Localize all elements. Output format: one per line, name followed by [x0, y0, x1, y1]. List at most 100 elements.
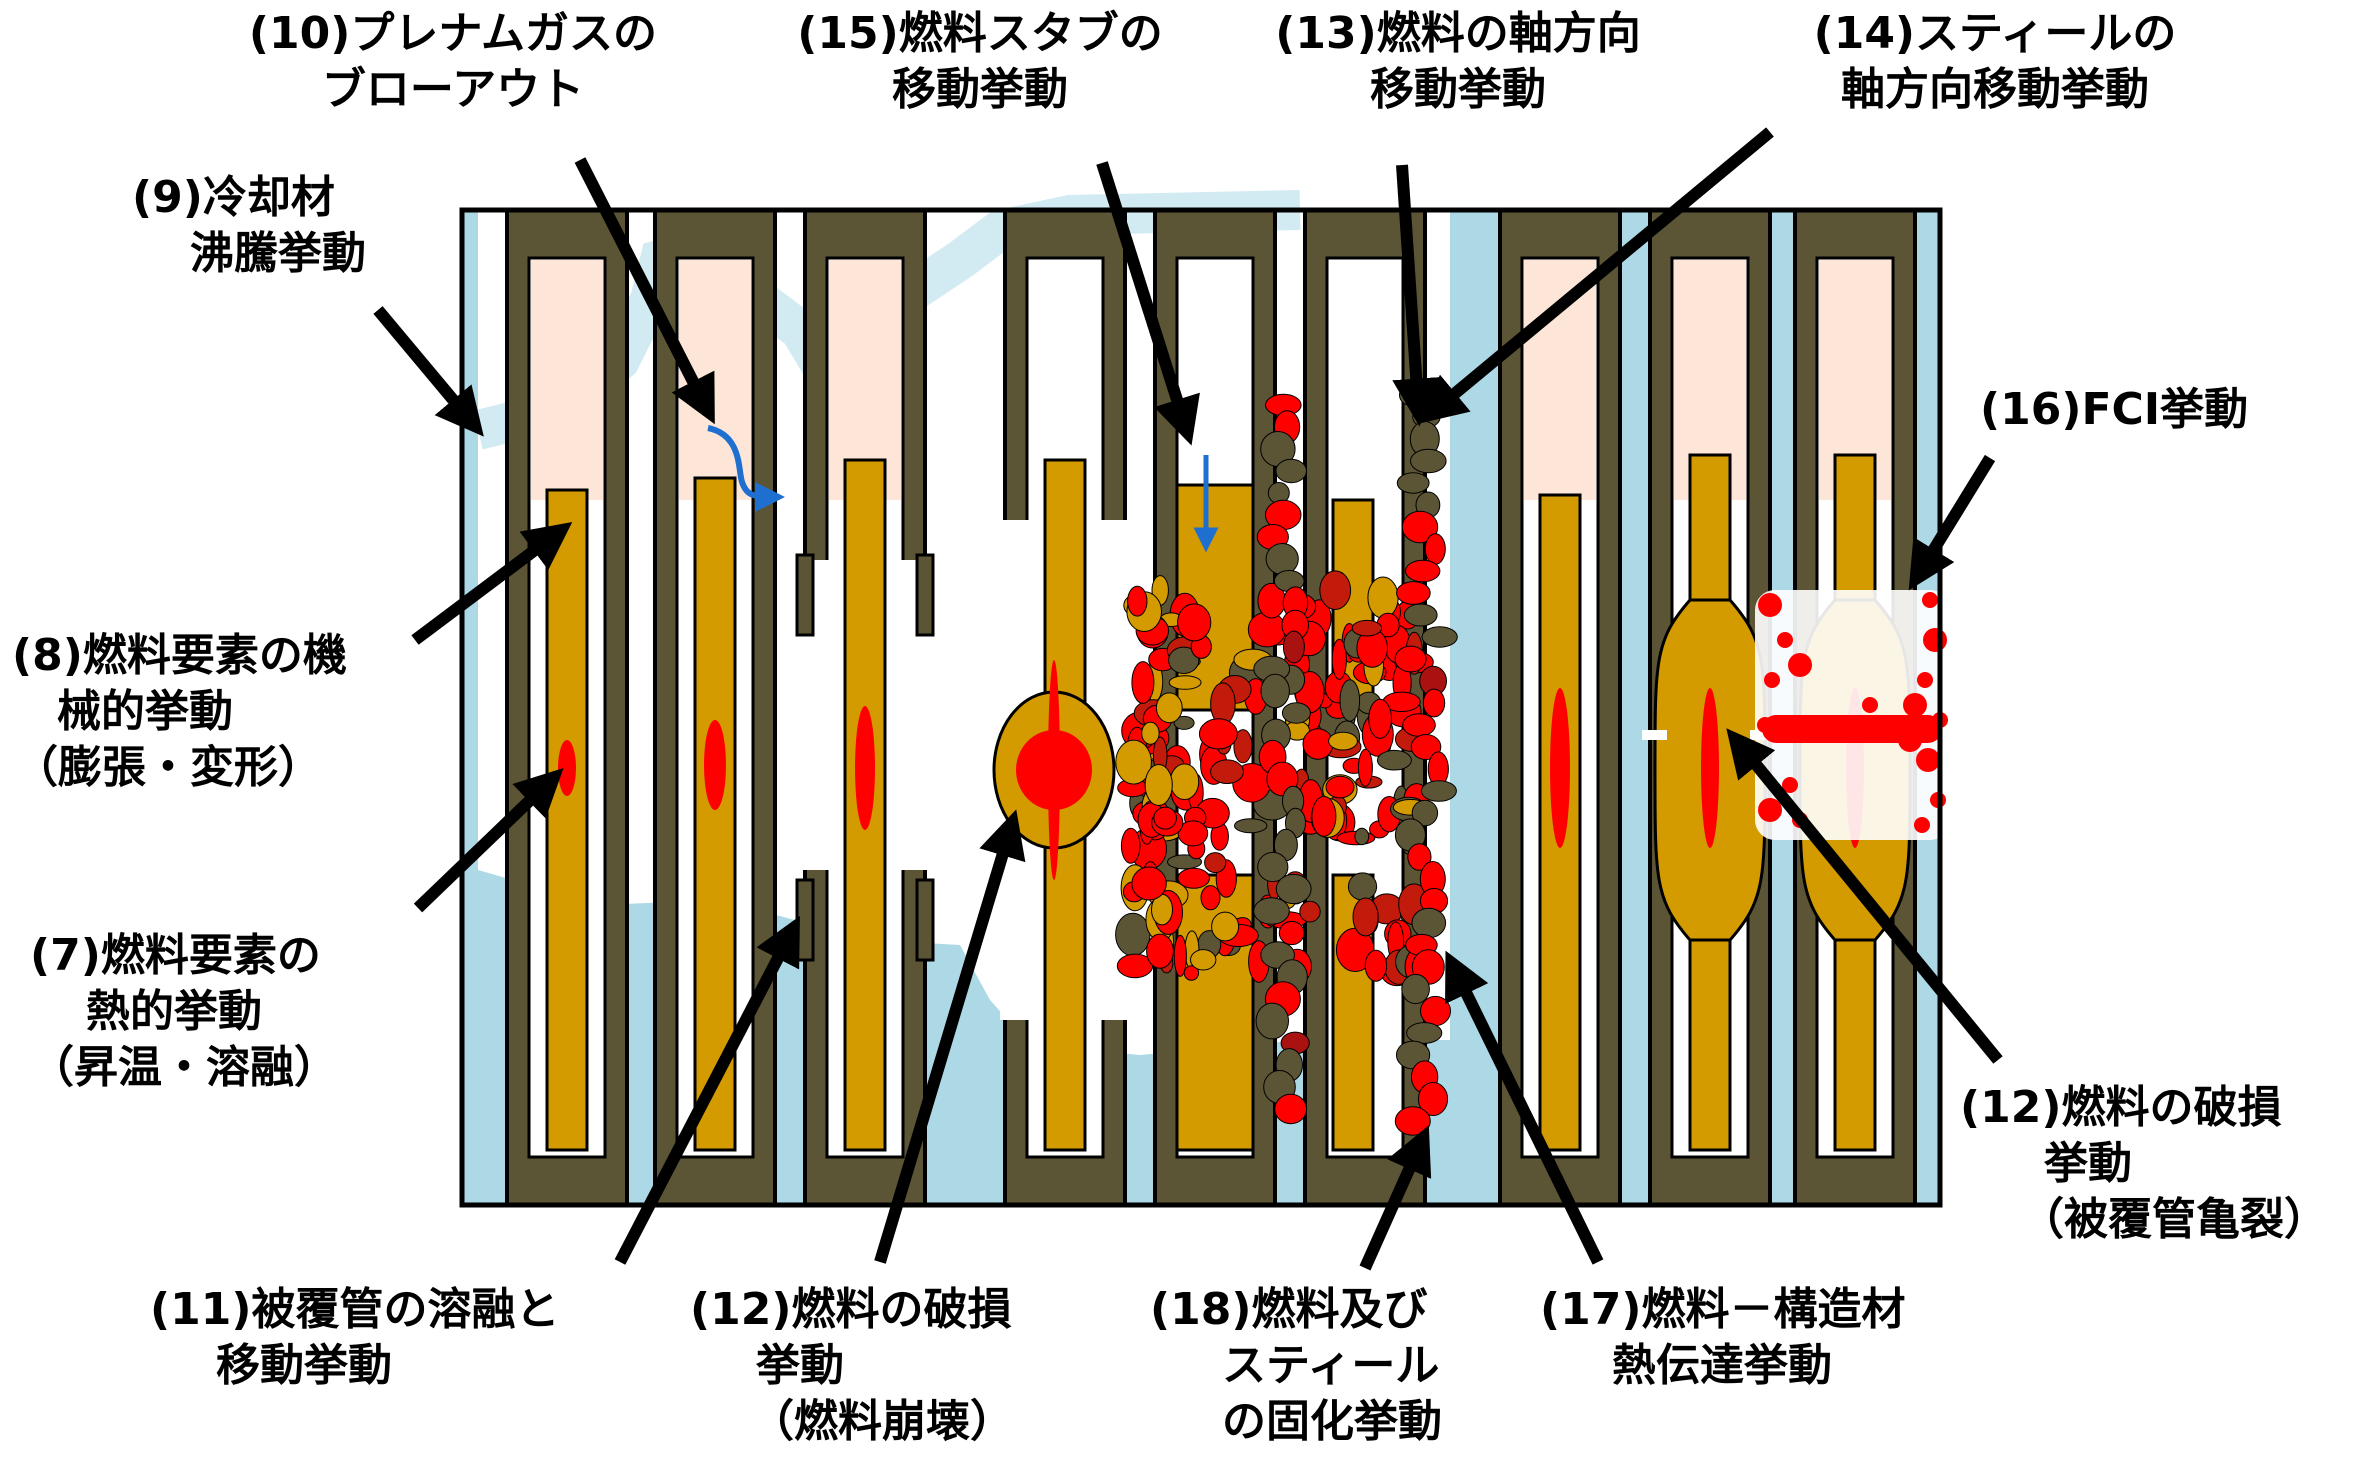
debris-particle — [1368, 698, 1392, 739]
label-line: 熱的挙動 — [86, 986, 262, 1037]
debris-particle — [1424, 533, 1446, 565]
melt-droplet — [1788, 653, 1812, 677]
melt-droplet — [1862, 697, 1878, 713]
debris-particle — [1265, 543, 1299, 575]
debris-particle — [1275, 873, 1312, 905]
fci-region — [1755, 590, 1950, 840]
fuel-pin — [653, 208, 777, 1207]
melt-droplet — [1782, 777, 1798, 793]
debris-particle — [1146, 933, 1174, 969]
pointer-arrow — [373, 306, 484, 437]
debris-particle — [1281, 702, 1311, 724]
hot-spot — [558, 740, 576, 796]
debris-particle — [1233, 729, 1253, 764]
debris-particle — [1302, 728, 1334, 760]
debris-particle — [1255, 1002, 1290, 1040]
melt-droplet — [1872, 722, 1888, 738]
pointer-arrow — [1418, 127, 1774, 424]
label-line: (11)被覆管の溶融と — [150, 1284, 560, 1335]
melt-droplet — [1922, 592, 1938, 608]
label-line: （燃料崩壊） — [750, 1396, 1014, 1447]
pointer-arrow — [413, 768, 564, 913]
debris-particle — [1198, 718, 1238, 750]
boiling-void-region-edge — [473, 190, 1301, 450]
debris-particle — [1406, 1022, 1443, 1044]
fuel-pin — [505, 208, 629, 1207]
label-line: （膨張・変形） — [14, 742, 322, 793]
debris-particle — [1339, 679, 1361, 722]
pointer-arrows — [373, 127, 2003, 1271]
debris-particle — [1410, 734, 1442, 760]
label-fci: (16)FCI挙動 — [1980, 382, 2248, 438]
debris-particle — [1411, 799, 1439, 827]
debris-particle — [1311, 795, 1337, 837]
melt-droplet — [1758, 798, 1782, 822]
pointer-arrow — [614, 915, 800, 1265]
debris-particle — [1401, 973, 1430, 1005]
debris-particle — [1364, 949, 1388, 982]
debris-particle — [1153, 806, 1177, 830]
label-cladding-melting: (11)被覆管の溶融と 移動挙動 — [150, 1282, 559, 1394]
melt-droplet — [1916, 748, 1940, 772]
debris-particle — [1131, 866, 1167, 901]
debris-particle — [1190, 949, 1217, 971]
label-line: (13)燃料の軸方向 — [1275, 8, 1641, 59]
molten-fuel-core — [1048, 660, 1060, 880]
molten-fuel — [1701, 688, 1719, 848]
debris-particle — [1210, 682, 1236, 726]
debris-particle — [1401, 510, 1439, 544]
melt-droplet — [1757, 717, 1773, 733]
fuel-pin — [1498, 208, 1622, 1207]
cladding-crack — [1642, 730, 1667, 740]
gas-plenum — [531, 260, 603, 500]
debris-particle — [1420, 780, 1457, 802]
fuel-column — [545, 488, 589, 1152]
label-coolant-boiling: (9)冷却材 沸騰挙動 — [132, 170, 366, 282]
debris-particle — [1354, 827, 1370, 846]
label-line: (18)燃料及び — [1150, 1284, 1428, 1335]
melt-droplet — [1914, 817, 1930, 833]
melt-droplet — [1917, 672, 1933, 688]
debris-particle — [1411, 907, 1447, 939]
molten-fuel — [855, 706, 875, 830]
melt-droplet — [1903, 693, 1927, 717]
debris-particle — [1204, 852, 1227, 874]
label-line: 挙動 — [2044, 1138, 2132, 1189]
debris-particle — [1417, 1082, 1449, 1116]
debris-particle — [1410, 448, 1447, 474]
debris-particle — [1155, 692, 1183, 724]
debris-particle — [1394, 1106, 1431, 1136]
label-line: の固化挙動 — [1222, 1396, 1442, 1447]
debris-particle — [1173, 934, 1187, 977]
debris-particle — [1177, 820, 1209, 847]
debris-particle — [1168, 646, 1200, 674]
gas-blowout-flow-icon — [707, 425, 785, 512]
fuel-pin — [1642, 208, 1775, 1207]
fuel-column — [693, 476, 737, 1152]
molten-fuel — [1550, 688, 1570, 848]
molten-cladding-blob — [795, 878, 815, 962]
label-line: 移動挙動 — [1370, 64, 1546, 115]
pointer-arrow — [1359, 1125, 1432, 1271]
debris-particle — [1278, 920, 1305, 946]
label-fuel-structure-heat-transfer: (17)燃料－構造材 熱伝達挙動 — [1540, 1282, 1905, 1394]
pointer-arrow — [1445, 950, 1604, 1265]
label-line: 軸方向移動挙動 — [1841, 64, 2149, 115]
hot-spot — [704, 720, 726, 810]
debris-particle — [1115, 739, 1152, 785]
label-line: 移動挙動 — [216, 1340, 392, 1391]
debris-particle — [1376, 749, 1412, 771]
debris-particle — [1234, 818, 1268, 834]
debris-particle — [1253, 897, 1290, 925]
label-fuel-element-thermal: (7)燃料要素の 熱的挙動 （昇温・溶融） — [30, 928, 338, 1096]
debris-particle — [1274, 1093, 1308, 1125]
debris-particle — [1405, 559, 1441, 583]
label-line: (16)FCI挙動 — [1980, 384, 2249, 435]
label-fuel-failure-collapse: (12)燃料の破損 挙動 （燃料崩壊） — [690, 1282, 1014, 1450]
gas-plenum — [1524, 260, 1596, 500]
label-line: (12)燃料の破損 — [1960, 1082, 2282, 1133]
debris-particle — [1127, 585, 1148, 617]
fuel-pin — [795, 208, 935, 1207]
label-line: (15)燃料スタブの — [797, 8, 1163, 59]
